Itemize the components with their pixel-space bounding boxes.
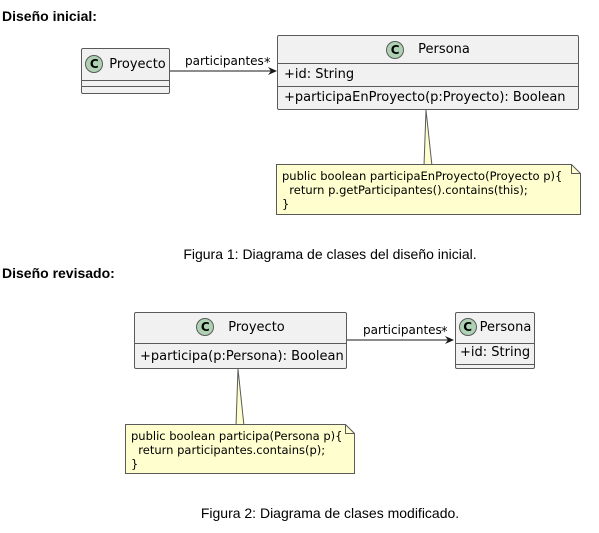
note-connector-2 [235,368,245,427]
note-shape-2 [125,424,355,474]
class-c-icon: C [386,40,405,59]
class-proyecto-2: C Proyecto +participa(p:Persona): Boolea… [134,312,347,369]
figure-caption-1: Figura 1: Diagrama de clases del diseño … [183,246,477,262]
association-label-2: participantes [363,323,442,337]
note-connector-1 [423,109,433,167]
class-c-icon: C [458,318,477,336]
class-separator [135,343,346,344]
class-name: Persona [418,42,470,57]
diagram1-heading: Diseño inicial: [2,8,97,24]
arrowhead-1 [268,67,277,75]
class-name: Persona [479,319,532,335]
class-method: +participa(p:Persona): Boolean [140,349,344,364]
figure-caption-2: Figura 2: Diagrama de clases modificado. [200,505,460,521]
class-c-icon: C [85,55,104,73]
class-header: C Persona [278,36,578,63]
association-multiplicity-2: * [441,325,448,340]
class-separator [456,364,534,365]
class-separator [278,86,578,87]
class-attribute: +id: String [460,345,531,360]
note-1: public boolean participaEnProyecto(Proye… [282,169,563,211]
association-label-1: participantes [185,54,264,68]
note-shape-1 [276,164,581,215]
class-proyecto-1: C Proyecto [81,48,170,94]
class-separator [82,80,169,81]
class-c-icon: C [196,318,215,336]
class-persona-2: C Persona +id: String [455,312,535,369]
class-header: C Proyecto [135,313,346,341]
class-name: Proyecto [228,319,285,335]
class-separator [456,343,534,344]
class-header: C Proyecto [82,49,169,79]
association-multiplicity-1: * [264,56,271,71]
class-separator [278,63,578,64]
class-separator [82,86,169,87]
class-persona-1: C Persona +id: String +participaEnProyec… [277,35,579,110]
diagram2-heading: Diseño revisado: [2,265,115,281]
note-2: public boolean participa(Persona p){ ret… [131,429,343,471]
class-name: Proyecto [109,56,166,72]
class-method: +participaEnProyecto(p:Proyecto): Boolea… [284,90,566,105]
class-header: C Persona [456,313,534,341]
arrowhead-2 [445,336,454,344]
class-attribute: +id: String [284,67,355,82]
